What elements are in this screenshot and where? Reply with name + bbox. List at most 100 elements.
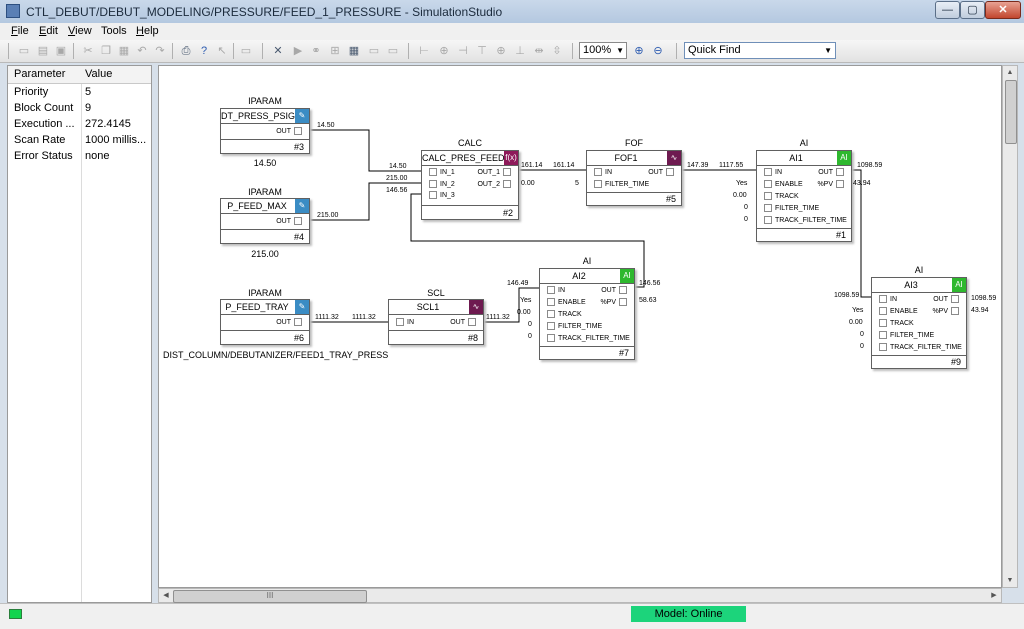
pin-out[interactable]: OUT [276, 126, 305, 137]
pin-in[interactable]: TRACK [544, 309, 582, 320]
pin-in[interactable]: ENABLE [876, 306, 918, 317]
align-left-icon[interactable]: ⊢ [419, 45, 429, 57]
block-iparam-6[interactable]: P_FEED_TRAY ✎ OUT #6 [220, 299, 310, 345]
close-button[interactable]: ✕ [985, 1, 1021, 19]
pin-out[interactable]: %PV [600, 297, 630, 308]
screen-icon[interactable]: ▭ [240, 45, 252, 57]
pin-in[interactable]: FILTER_TIME [591, 179, 649, 190]
pin-out[interactable]: OUT [818, 167, 847, 178]
block-ai-7[interactable]: AI2 AI IN ENABLE TRACK FILTER_TIME TRACK… [539, 268, 635, 360]
property-row[interactable]: Execution ... 272.4145 [8, 117, 151, 133]
help-icon[interactable]: ? [200, 45, 208, 57]
context-help-icon[interactable]: ↖ [217, 45, 227, 57]
print-icon[interactable]: ⎙ [181, 45, 191, 57]
menu-help[interactable]: Help [136, 25, 159, 37]
image-icon[interactable]: ▭ [387, 45, 399, 57]
maximize-button[interactable]: ▢ [960, 1, 985, 19]
pin-in[interactable]: TRACK_FILTER_TIME [876, 342, 962, 353]
pin-in[interactable]: IN [393, 317, 414, 328]
property-row[interactable]: Scan Rate 1000 millis... [8, 133, 151, 149]
paste-icon[interactable]: ▦ [118, 45, 130, 57]
menu-tools[interactable]: Tools [101, 25, 127, 37]
block-icon[interactable]: ⊞ [330, 45, 340, 57]
pin-out[interactable]: OUT [648, 167, 677, 178]
open-icon[interactable]: ▤ [37, 45, 49, 57]
align-bottom-icon[interactable]: ⊥ [515, 45, 525, 57]
block-ai-9[interactable]: AI3 AI IN ENABLE TRACK FILTER_TIME TRACK… [871, 277, 967, 369]
wire-b4-to-b2-in2 [309, 182, 421, 221]
zoom-select[interactable]: 100% ▼ [579, 42, 627, 59]
menu-edit[interactable]: Edit [39, 25, 58, 37]
pin-in[interactable]: IN_2 [426, 179, 455, 190]
quick-find-select[interactable]: Quick Find ▼ [684, 42, 836, 59]
pin-out[interactable]: OUT [276, 216, 305, 227]
align-center-icon[interactable]: ⊕ [439, 45, 449, 57]
pin-in[interactable]: TRACK_FILTER_TIME [544, 333, 630, 344]
menu-view[interactable]: View [68, 25, 92, 37]
pin-in[interactable]: IN_1 [426, 167, 455, 178]
pin-in[interactable]: TRACK [761, 191, 799, 202]
connect-icon[interactable]: ⚭ [311, 45, 321, 57]
cut-icon[interactable]: ✂ [83, 45, 93, 57]
pin-in[interactable]: ENABLE [544, 297, 586, 308]
pin-in[interactable]: IN [876, 294, 897, 305]
pin-in[interactable]: TRACK [876, 318, 914, 329]
align-middle-icon[interactable]: ⊕ [496, 45, 506, 57]
property-row[interactable]: Priority 5 [8, 85, 151, 101]
pin-out[interactable]: %PV [932, 306, 962, 317]
block-iparam-4[interactable]: P_FEED_MAX ✎ OUT #4 [220, 198, 310, 244]
pin-in[interactable]: FILTER_TIME [544, 321, 602, 332]
pin-in[interactable]: IN [761, 167, 782, 178]
chart-icon[interactable]: ▭ [368, 45, 380, 57]
diagram-canvas[interactable]: IPARAM DT_PRESS_PSIG ✎ OUT #3 14.50 14.5… [158, 65, 1002, 588]
zoom-out-icon[interactable]: ⊖ [653, 45, 663, 57]
pin-in[interactable]: TRACK_FILTER_TIME [761, 215, 847, 226]
run-icon[interactable]: ▶ [293, 45, 303, 57]
block-fof-5[interactable]: FOF1 ∿ IN FILTER_TIME OUT #5 [586, 150, 682, 206]
horizontal-scrollbar[interactable]: ◀ III ▶ [158, 588, 1002, 603]
undo-icon[interactable]: ↶ [137, 45, 147, 57]
zoom-in-icon[interactable]: ⊕ [634, 45, 644, 57]
scroll-left-icon[interactable]: ◀ [163, 592, 169, 599]
space-horizontal-icon[interactable]: ⇹ [534, 45, 544, 57]
property-row[interactable]: Block Count 9 [8, 101, 151, 117]
block-ai-1[interactable]: AI1 AI IN ENABLE TRACK FILTER_TIME TRACK… [756, 150, 852, 242]
pin-out[interactable]: %PV [817, 179, 847, 190]
align-top-icon[interactable]: ⊤ [477, 45, 487, 57]
tools-icon[interactable]: ✕ [273, 45, 283, 57]
new-icon[interactable]: ▭ [18, 45, 30, 57]
redo-icon[interactable]: ↷ [155, 45, 165, 57]
horizontal-scroll-thumb[interactable]: III [173, 590, 367, 603]
scroll-right-icon[interactable]: ▶ [991, 592, 997, 599]
pin-out[interactable]: OUT [933, 294, 962, 305]
pin-out[interactable]: OUT_1 [477, 167, 514, 178]
pin-out[interactable]: OUT_2 [477, 179, 514, 190]
copy-icon[interactable]: ❐ [101, 45, 111, 57]
toolbar-separator [408, 43, 409, 59]
pin-in[interactable]: FILTER_TIME [761, 203, 819, 214]
pin-out[interactable]: OUT [601, 285, 630, 296]
pin-in[interactable]: IN [591, 167, 612, 178]
minimize-button[interactable]: — [935, 1, 960, 19]
table-icon[interactable]: ▦ [348, 45, 360, 57]
block-iparam-3[interactable]: DT_PRESS_PSIG ✎ OUT #3 [220, 108, 310, 154]
pin-in[interactable]: IN [544, 285, 565, 296]
pin-in[interactable]: FILTER_TIME [876, 330, 934, 341]
scroll-up-icon[interactable]: ▲ [1006, 69, 1014, 76]
pin-out[interactable]: OUT [276, 317, 305, 328]
header-parameter[interactable]: Parameter [14, 68, 66, 80]
save-icon[interactable]: ▣ [55, 45, 67, 57]
pin-out[interactable]: OUT [450, 317, 479, 328]
block-scl-8[interactable]: SCL1 ∿ IN OUT #8 [388, 299, 484, 345]
pin-in[interactable]: ENABLE [761, 179, 803, 190]
vertical-scroll-thumb[interactable] [1005, 80, 1017, 144]
space-vertical-icon[interactable]: ⇳ [552, 45, 562, 57]
pin-in[interactable]: IN_3 [426, 190, 455, 201]
header-value[interactable]: Value [85, 68, 113, 80]
property-row[interactable]: Error Status none [8, 149, 151, 165]
scroll-down-icon[interactable]: ▼ [1006, 577, 1014, 584]
menu-file[interactable]: File [11, 25, 29, 37]
vertical-scrollbar[interactable]: ▲ ▼ [1002, 65, 1018, 588]
align-right-icon[interactable]: ⊣ [458, 45, 468, 57]
block-calc-2[interactable]: CALC_PRES_FEED1 f(x) IN_1 IN_2 IN_3 OUT_… [421, 150, 519, 220]
